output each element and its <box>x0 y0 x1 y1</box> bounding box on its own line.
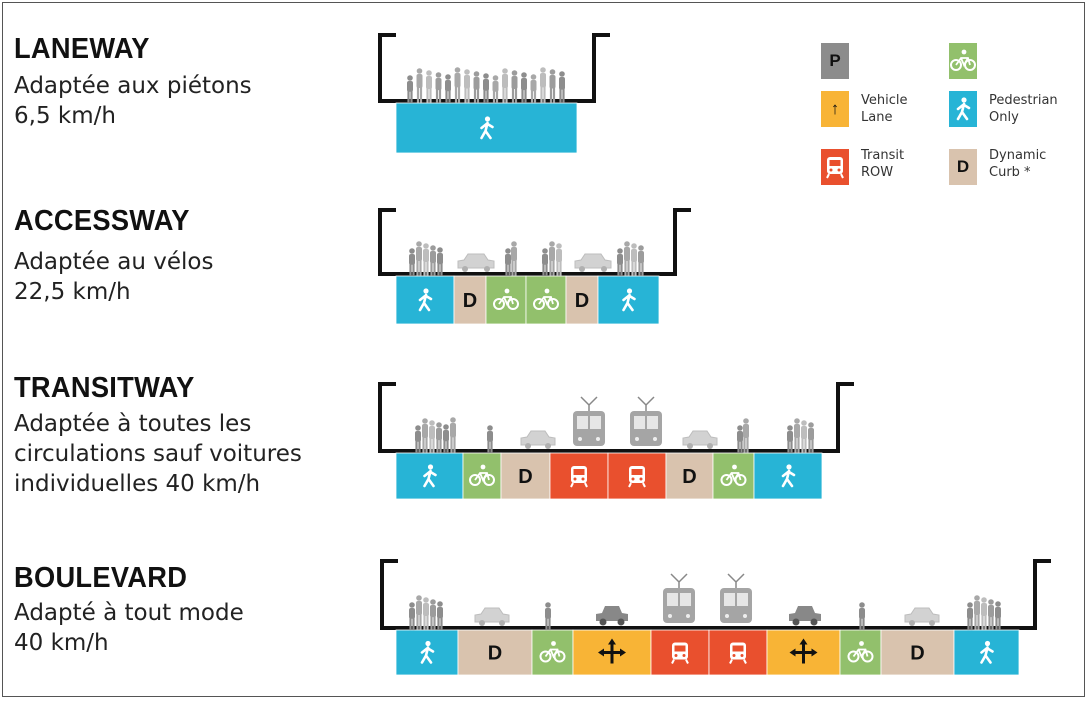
legend-vehicle-label: Vehicle Lane <box>861 93 908 125</box>
dynamic-curb-icon: D <box>682 466 696 488</box>
transitway-lane-transit <box>607 452 667 500</box>
dynamic-curb-label: D <box>488 643 502 665</box>
pedestrian-icon <box>423 464 437 488</box>
pedestrian-icon <box>622 288 636 312</box>
boulevard-lane-bike <box>839 629 882 676</box>
boulevard-lane-bike <box>531 629 574 676</box>
transitway-lane-bike <box>462 452 502 500</box>
boulevard-lane-transit <box>708 629 768 676</box>
dynamic-curb-label: D <box>575 290 589 312</box>
boulevard-lane-curb: D <box>457 629 533 676</box>
boulevard-title: BOULEVARD <box>14 562 188 594</box>
accessway-title: ACCESSWAY <box>14 205 190 237</box>
legend-transit-icon <box>826 157 844 179</box>
dynamic-curb-label: D <box>518 466 532 488</box>
dynamic-curb-icon: D <box>910 643 924 665</box>
dynamic-curb-label: D <box>682 466 696 488</box>
legend-pedestrian-label: Pedestrian Only <box>989 93 1058 125</box>
boulevard-lane-pedestrian <box>953 629 1020 676</box>
accessway-background-figures <box>409 241 644 277</box>
legend-vehicle-swatch: ↑ <box>821 91 849 127</box>
transitway-background-figures <box>415 396 814 454</box>
accessway-lane-pedestrian <box>597 275 660 325</box>
bicycle-icon <box>469 464 495 486</box>
legend-curb-label: Dynamic Curb * <box>989 148 1047 180</box>
dynamic-curb-label: D <box>463 290 477 312</box>
laneway-lane-pedestrian <box>395 102 578 154</box>
transitway-title: TRANSITWAY <box>14 372 195 404</box>
laneway-description: Adaptée aux piétons 6,5 km/h <box>14 73 252 129</box>
accessway-lane-curb: D <box>565 275 599 325</box>
street-laneway-section <box>378 33 610 154</box>
boulevard-lane-vehicle <box>766 629 841 676</box>
accessway-lane-curb: D <box>453 275 487 325</box>
accessway-description: Adaptée au vélos 22,5 km/h <box>14 249 214 305</box>
transit-icon <box>729 642 747 664</box>
bicycle-icon <box>533 288 559 310</box>
pedestrian-icon <box>980 640 994 664</box>
legend-pedestrian-icon <box>956 97 971 121</box>
transitway-lane-bike <box>712 452 755 500</box>
dynamic-curb-icon: D <box>575 290 589 312</box>
transitway-lane-curb: D <box>665 452 714 500</box>
dynamic-curb-icon: D <box>463 290 477 312</box>
bicycle-icon <box>539 641 566 663</box>
boulevard-lane-curb: D <box>880 629 955 676</box>
transit-icon <box>570 466 588 488</box>
legend-transit-label: Transit ROW <box>861 148 905 180</box>
transitway-description: Adaptée à toutes les circulations sauf v… <box>14 411 302 497</box>
boulevard-background-figures <box>409 573 1001 631</box>
pedestrian-icon <box>480 116 494 140</box>
accessway-lane-bike <box>525 275 567 325</box>
boulevard-lane-pedestrian <box>395 629 459 676</box>
transitway-lane-curb: D <box>500 452 551 500</box>
accessway-lane-bike <box>485 275 527 325</box>
bicycle-icon <box>720 464 747 486</box>
transitway-lane-transit <box>549 452 609 500</box>
transit-icon <box>628 466 646 488</box>
dynamic-curb-icon: D <box>488 643 502 665</box>
transitway-lane-pedestrian <box>395 452 464 500</box>
pedestrian-icon <box>781 464 796 488</box>
laneway-title: LANEWAY <box>14 33 150 65</box>
transitway-lane-pedestrian <box>753 452 823 500</box>
dynamic-curb-icon: D <box>518 466 532 488</box>
legend-bicycle-icon <box>950 49 976 71</box>
boulevard-street-profile <box>380 559 1051 630</box>
boulevard-lane-vehicle <box>572 629 652 676</box>
legend-parking-swatch: P <box>821 43 849 79</box>
transitway-street-profile <box>378 382 854 453</box>
dynamic-curb-label: D <box>910 643 924 665</box>
pedestrian-icon <box>420 640 435 664</box>
bicycle-icon <box>847 641 874 663</box>
boulevard-lane-transit <box>650 629 710 676</box>
laneway-background-figures <box>407 67 565 104</box>
legend-curb-swatch: D <box>949 149 977 185</box>
vehicle-arrows-icon <box>598 638 626 664</box>
pedestrian-icon <box>418 288 433 312</box>
accessway-lane-pedestrian <box>395 275 455 325</box>
bicycle-icon <box>493 288 519 310</box>
transit-icon <box>671 642 689 664</box>
vehicle-arrows-icon <box>789 638 818 664</box>
boulevard-description: Adapté à tout mode 40 km/h <box>14 600 244 656</box>
accessway-street-profile <box>378 208 691 276</box>
